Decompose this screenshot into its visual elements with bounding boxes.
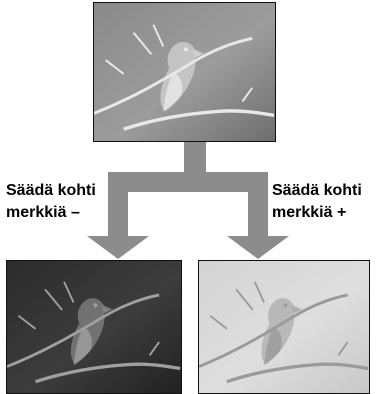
arrow-left-stem [108,172,128,238]
label-adjust-plus: Säädä kohti merkkiä + [272,180,362,224]
bird-photo-darker [6,260,182,394]
label-adjust-minus: Säädä kohti merkkiä – [6,180,96,224]
arrow-crossbar [108,172,268,192]
label-adjust-minus-line1: Säädä kohti [6,182,96,199]
arrow-right-head [227,236,289,259]
arrow-left-head [87,236,149,259]
label-adjust-minus-line2: merkkiä – [6,204,80,221]
label-adjust-plus-line2: merkkiä + [272,204,347,221]
label-adjust-plus-line1: Säädä kohti [272,182,362,199]
arrow-right-stem [248,172,268,238]
bird-photo-normal [93,2,276,142]
bird-photo-lighter [198,260,370,394]
